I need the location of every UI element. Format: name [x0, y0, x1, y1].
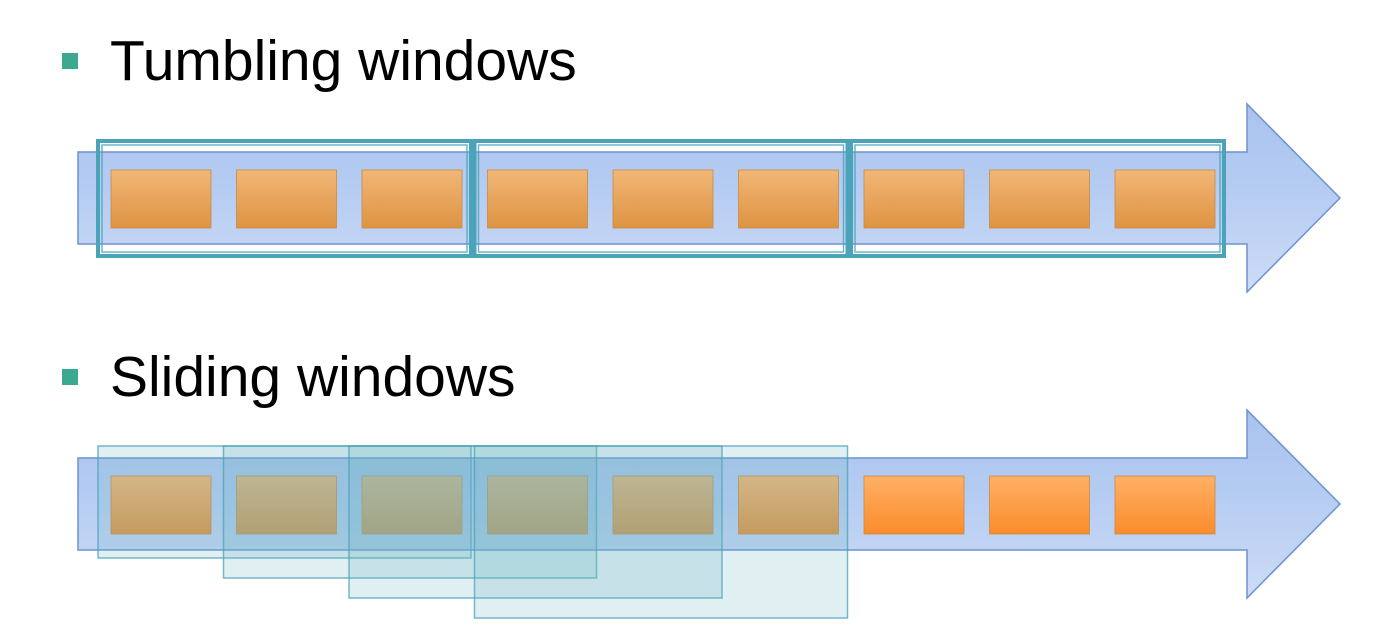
- event-block: [110, 475, 212, 535]
- event-block: [236, 475, 337, 535]
- tumbling-windows-heading: Tumbling windows: [62, 26, 577, 96]
- event-block: [989, 169, 1090, 229]
- sliding-window: [97, 445, 472, 559]
- event-block: [487, 475, 588, 535]
- event-block: [738, 475, 839, 535]
- tumbling-window-inner: [101, 144, 468, 253]
- square-bullet-icon: [62, 369, 78, 385]
- square-bullet-icon: [62, 53, 78, 69]
- sliding-window: [348, 445, 723, 599]
- event-block: [361, 169, 463, 229]
- event-block: [863, 169, 965, 229]
- event-block: [612, 475, 714, 535]
- tumbling-window-inner: [854, 144, 1221, 253]
- event-block: [612, 169, 714, 229]
- event-block: [738, 169, 839, 229]
- sliding-windows-title: Sliding windows: [110, 344, 516, 409]
- sliding-window: [473, 445, 849, 619]
- tumbling-windows-title: Tumbling windows: [110, 28, 577, 93]
- event-block: [236, 169, 337, 229]
- tumbling-window: [849, 139, 1226, 258]
- event-block: [361, 475, 463, 535]
- tumbling-windows-diagram: [77, 102, 1342, 294]
- event-block: [110, 169, 212, 229]
- sliding-windows-diagram: [77, 408, 1342, 619]
- tumbling-window: [96, 139, 473, 258]
- event-block: [1114, 169, 1216, 229]
- event-block: [1114, 475, 1216, 535]
- sliding-windows-heading: Sliding windows: [62, 342, 516, 412]
- event-block: [989, 475, 1090, 535]
- event-block: [863, 475, 965, 535]
- event-block: [487, 169, 588, 229]
- tumbling-window: [472, 139, 850, 258]
- tumbling-window-inner: [477, 144, 845, 253]
